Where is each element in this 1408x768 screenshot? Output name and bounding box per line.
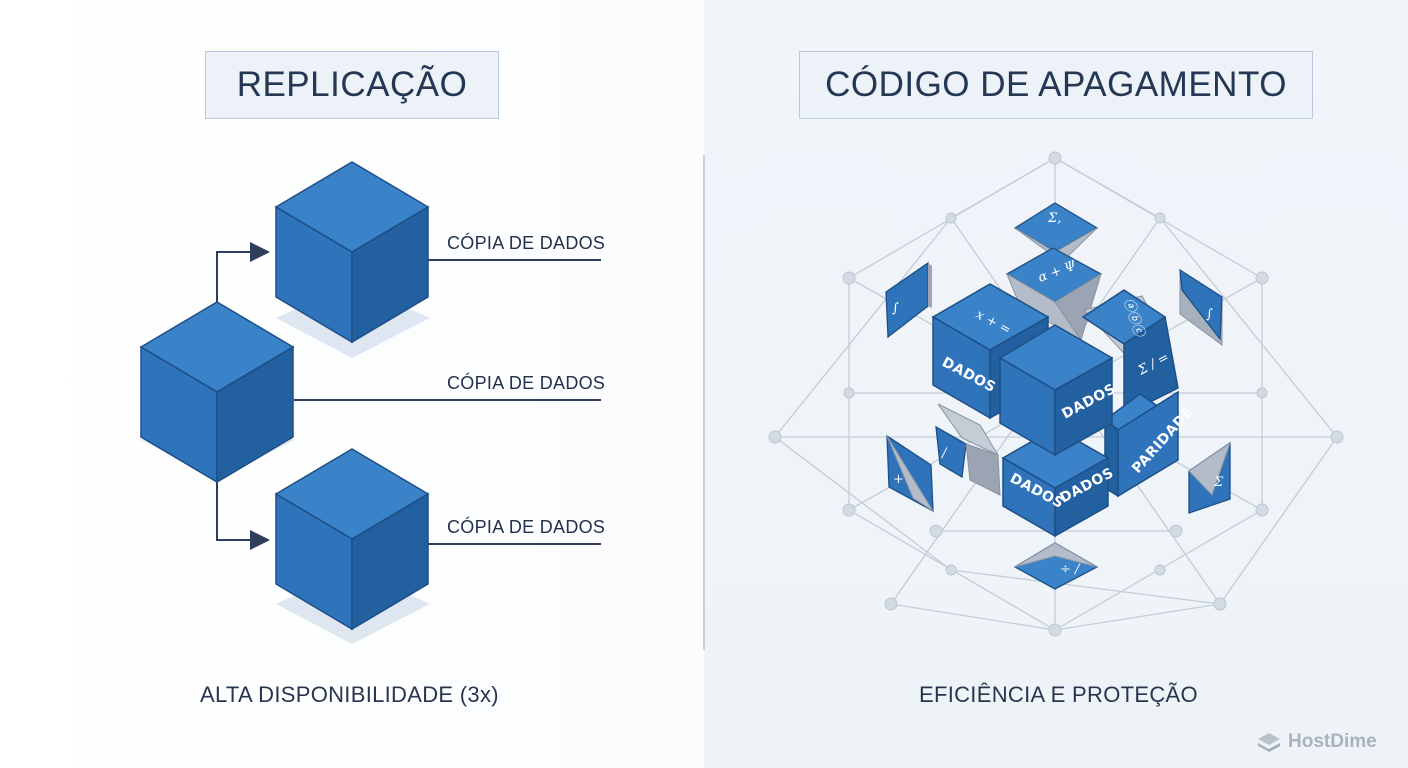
replication-caption: ALTA DISPONIBILIDADE (3x) <box>200 682 499 707</box>
symbol: ∫ <box>1206 307 1213 322</box>
data-block-lower <box>1001 427 1110 538</box>
erasure-coding-title: CÓDIGO DE APAGAMENTO <box>799 51 1313 119</box>
shard-right-upper <box>1179 268 1223 346</box>
replica-cube-top <box>274 161 430 344</box>
lattice-nodes <box>768 151 1344 637</box>
symbol: Σ <box>1213 475 1224 490</box>
copy-label-middle: CÓPIA DE DADOS <box>447 373 606 393</box>
copy-label-top: CÓPIA DE DADOS <box>447 233 606 253</box>
replication-arrow-top <box>216 242 270 302</box>
replica-cube-bottom <box>274 448 430 631</box>
shard-left-upper <box>885 261 932 339</box>
shard-bottom <box>1013 542 1099 590</box>
copy-label-bottom: CÓPIA DE DADOS <box>447 517 606 537</box>
panel-divider <box>703 155 705 650</box>
shard-left-lower <box>886 434 934 513</box>
logo-text: HostDime <box>1288 731 1377 752</box>
parity-block-upper <box>1081 289 1179 417</box>
replication-arrow-bottom <box>216 480 270 550</box>
symbol: + <box>893 472 904 487</box>
symbol: ÷ / <box>1060 562 1081 577</box>
source-cube <box>139 301 295 484</box>
symbol: ∫ <box>892 301 899 316</box>
shard-right-lower <box>1188 441 1231 514</box>
data-block-center <box>998 324 1114 457</box>
hostdime-logo: HostDime <box>1257 731 1377 753</box>
erasure-coding-caption: EFICIÊNCIA E PROTEÇÃO <box>919 682 1198 707</box>
symbol: Σ, <box>1047 211 1061 226</box>
shard-upper <box>1005 247 1103 342</box>
hostdime-logo-icon <box>1258 733 1280 752</box>
symbol: / <box>940 446 948 461</box>
replication-title: REPLICAÇÃO <box>205 51 499 119</box>
